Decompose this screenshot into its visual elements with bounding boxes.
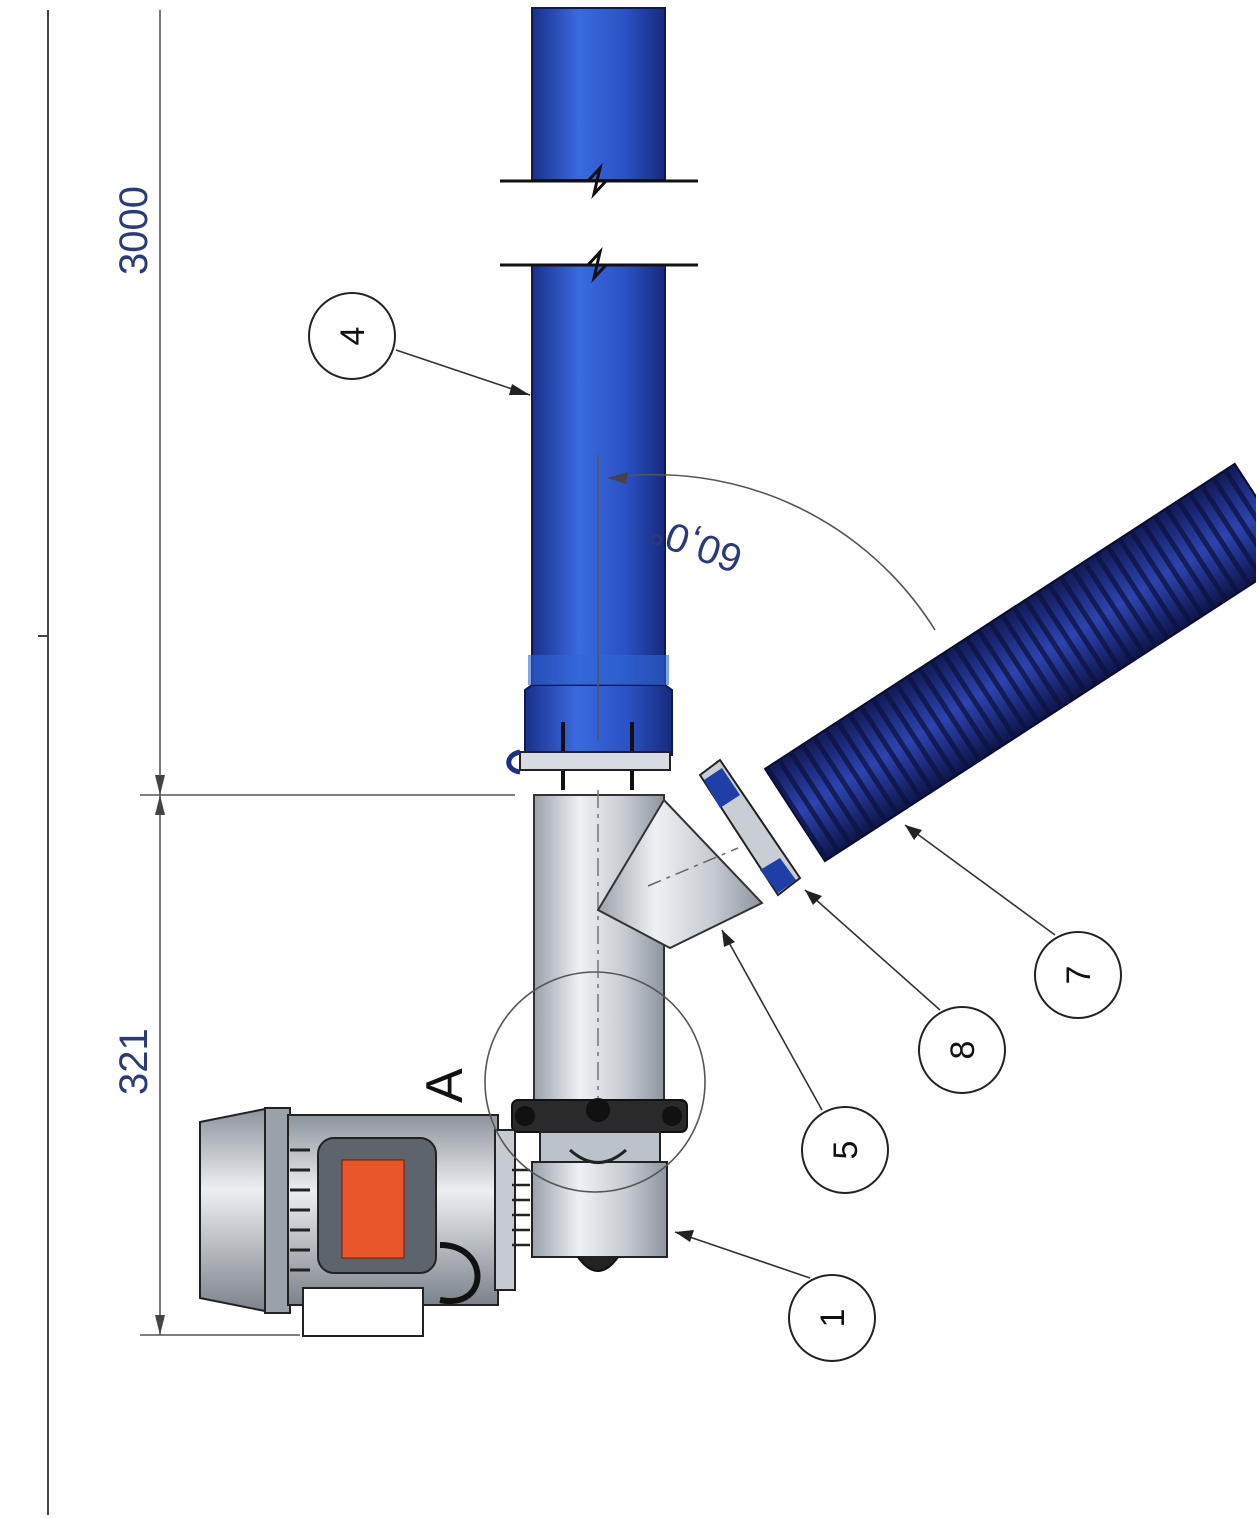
svg-text:8: 8	[944, 1041, 982, 1060]
fan-housing	[531, 1148, 668, 1272]
detail-circle-a	[484, 971, 706, 1193]
blue-pipe	[500, 7, 698, 790]
electric-motor	[199, 1106, 530, 1337]
hose-clip-mask	[1256, 0, 1258, 1518]
svg-text:7: 7	[1060, 966, 1098, 985]
balloon-8: 8	[804, 889, 1006, 1094]
angle-arrow	[608, 472, 628, 484]
balloon-5: 5	[721, 929, 889, 1194]
svg-text:5: 5	[827, 1141, 865, 1160]
svg-text:1: 1	[814, 1309, 852, 1328]
steel-branch-pipe	[533, 758, 802, 1101]
angle-arc	[607, 473, 936, 631]
dimension-3000: 3000	[112, 186, 156, 275]
view-label-a: A	[416, 1068, 474, 1103]
dimension-321: 321	[112, 1028, 156, 1095]
arrow-mid-down	[155, 795, 165, 815]
balloon-7: 7	[904, 824, 1122, 1019]
svg-text:4: 4	[334, 327, 372, 346]
corrugated-hose	[763, 462, 1258, 863]
arrow-bottom	[155, 1315, 165, 1335]
balloon-1: 1	[674, 1230, 876, 1362]
balloon-4: 4	[308, 292, 531, 396]
arrow-mid-up	[155, 775, 165, 795]
flange	[511, 1098, 688, 1163]
clamp-ring	[506, 749, 671, 775]
